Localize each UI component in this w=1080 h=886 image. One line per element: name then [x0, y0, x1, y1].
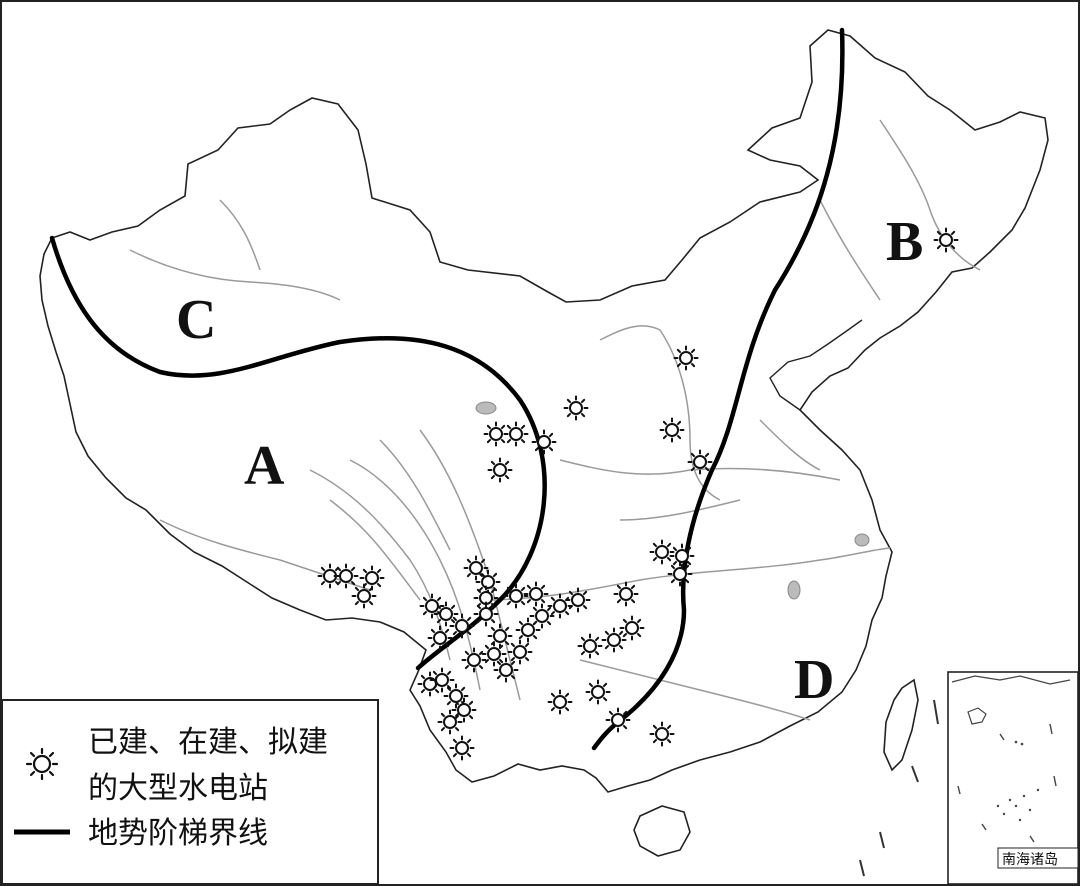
- hydropower-station-icon: [427, 625, 453, 651]
- hydropower-station-icon: [487, 623, 513, 649]
- legend-station-icon: [25, 747, 59, 781]
- inset-label-box: [997, 847, 1079, 869]
- hydropower-station-icon: [449, 735, 475, 761]
- hydropower-station-icon: [673, 345, 699, 371]
- hydropower-station-icon: [461, 647, 487, 673]
- hydropower-station-icon: [531, 429, 557, 455]
- legend-boundary-label: 地势阶梯界线: [88, 816, 268, 851]
- country-border: [39, 29, 1049, 793]
- hydropower-station-icon: [577, 633, 603, 659]
- rivers: [129, 119, 981, 721]
- legend: 已建、在建、拟建 的大型水电站 地势阶梯界线: [1, 699, 379, 885]
- hydropower-station-icon: [493, 657, 519, 683]
- region-label-b: B: [886, 211, 923, 273]
- hydropower-station-icon: [649, 539, 675, 565]
- hydropower-station-icon: [503, 421, 529, 447]
- taihu-lake: [854, 533, 870, 547]
- hainan-island: [633, 805, 691, 857]
- hydropower-station-icon: [473, 601, 499, 627]
- inset-hainan: [967, 707, 987, 725]
- hydropower-station-icon: [449, 613, 475, 639]
- first-step-boundary: [49, 235, 547, 671]
- inset-islands: [996, 740, 1040, 822]
- legend-station-line2: 的大型水电站: [88, 771, 268, 806]
- hydropower-station-icon: [667, 561, 693, 587]
- region-label-a: A: [244, 435, 285, 497]
- inset-coast: [951, 675, 1071, 685]
- hydropower-station-icon: [475, 569, 501, 595]
- hydropower-station-icon: [669, 543, 695, 569]
- hydropower-station-icon: [613, 581, 639, 607]
- region-label-d: D: [794, 649, 834, 711]
- hydropower-station-icon: [487, 457, 513, 483]
- hydropower-station-icon: [463, 555, 489, 581]
- poyang-lake: [787, 580, 801, 600]
- legend-station-line1: 已建、在建、拟建: [88, 725, 328, 760]
- hydropower-station-icon: [333, 563, 359, 589]
- second-step-boundary: [591, 27, 845, 751]
- hydropower-station-icon: [443, 683, 469, 709]
- hydropower-station-icon: [649, 721, 675, 747]
- hydropower-station-icon: [351, 583, 377, 609]
- step-boundary-lines: [49, 27, 845, 751]
- hydropower-station-icon: [605, 707, 631, 733]
- hydropower-station-icon: [687, 449, 713, 475]
- hydropower-station-icon: [481, 641, 507, 667]
- hydropower-station-icon: [601, 627, 627, 653]
- hydropower-station-icon: [515, 617, 541, 643]
- hydropower-station-icon: [503, 583, 529, 609]
- hydropower-station-icon: [429, 667, 455, 693]
- hydropower-station-icon: [565, 587, 591, 613]
- hydropower-station-icon: [419, 593, 445, 619]
- hydropower-station-icon: [523, 581, 549, 607]
- hydropower-station-icon: [433, 601, 459, 627]
- coast-detail: [769, 319, 863, 411]
- hydropower-station-icon: [547, 593, 573, 619]
- inset-label: 南海诸岛: [1002, 852, 1058, 868]
- hydropower-station-icon: [933, 227, 959, 253]
- hydropower-station-icon: [563, 395, 589, 421]
- inset-dashes: [957, 723, 1057, 843]
- hydropower-station-icon: [483, 421, 509, 447]
- legend-box: [1, 699, 379, 885]
- qinghai-lake: [475, 401, 497, 415]
- hydropower-station-icon: [529, 603, 555, 629]
- hydropower-station-icon: [437, 709, 463, 735]
- hydropower-station-icon: [547, 689, 573, 715]
- hydropower-station-icon: [585, 679, 611, 705]
- hydropower-station-icon: [451, 697, 477, 723]
- hydropower-station-icon: [659, 417, 685, 443]
- hydropower-station-icon: [619, 615, 645, 641]
- hydropower-station-icon: [507, 639, 533, 665]
- hydropower-stations: [317, 227, 959, 761]
- sea-boundary-dashes: [859, 699, 939, 877]
- region-label-c: C: [176, 289, 216, 351]
- taiwan-island: [883, 678, 919, 772]
- south-china-sea-inset: 南海诸岛: [947, 671, 1079, 885]
